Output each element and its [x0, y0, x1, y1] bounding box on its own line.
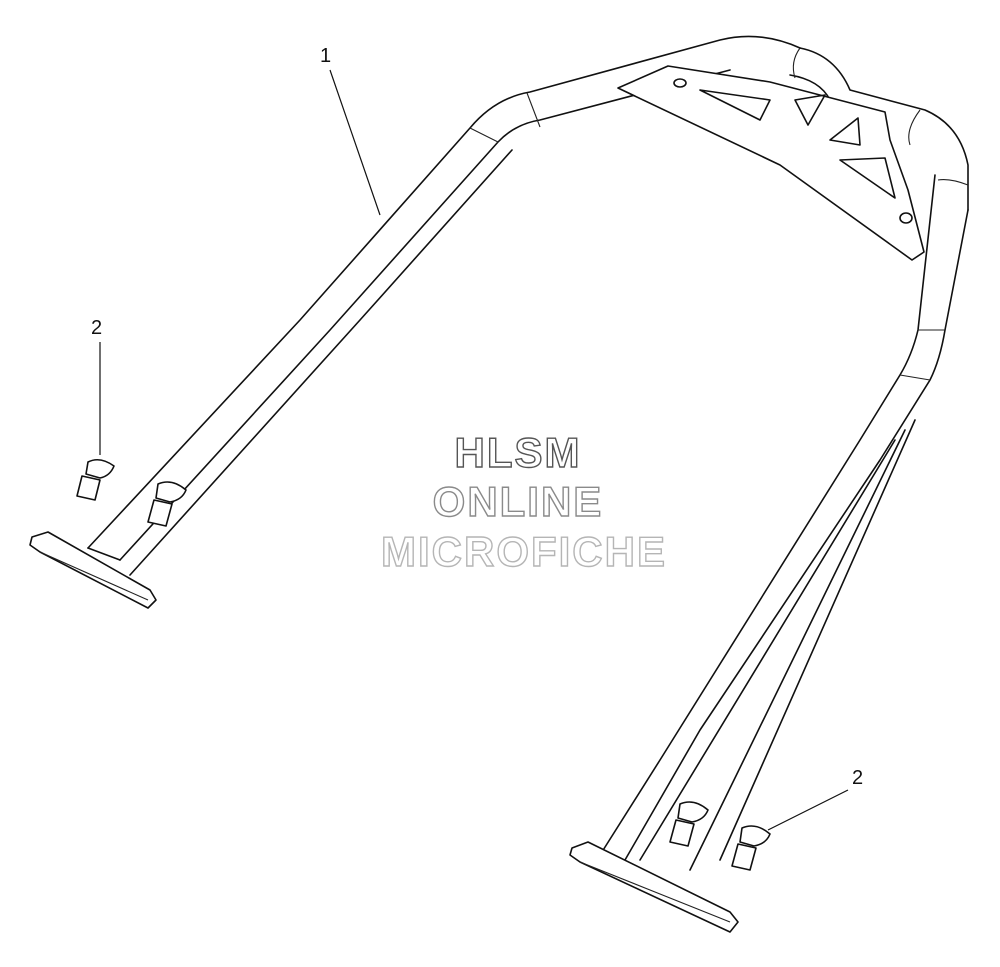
callout-part-1: 1: [320, 45, 381, 216]
bolt-left-loose: [76, 458, 115, 501]
right-foot-plate: [569, 841, 739, 933]
bolt-right-loose: [731, 825, 771, 871]
watermark-line-3: MICROFICHE: [381, 528, 667, 575]
watermark-line-2: ONLINE: [433, 478, 604, 525]
callout-part-2-left: 2: [91, 317, 102, 455]
bolt-left-mounted: [147, 481, 187, 527]
bolt-right-mounted: [669, 801, 709, 847]
left-foot-plate: [29, 531, 157, 609]
svg-text:1: 1: [320, 45, 331, 67]
watermark: HLSM ONLINE MICROFICHE: [380, 428, 667, 575]
watermark-line-1: HLSM: [455, 429, 582, 476]
svg-text:2: 2: [91, 317, 102, 339]
tubular-frame: [87, 35, 969, 871]
gusset-plate: [617, 65, 925, 261]
callout-part-2-right: 2: [767, 767, 863, 831]
svg-text:2: 2: [852, 767, 863, 789]
